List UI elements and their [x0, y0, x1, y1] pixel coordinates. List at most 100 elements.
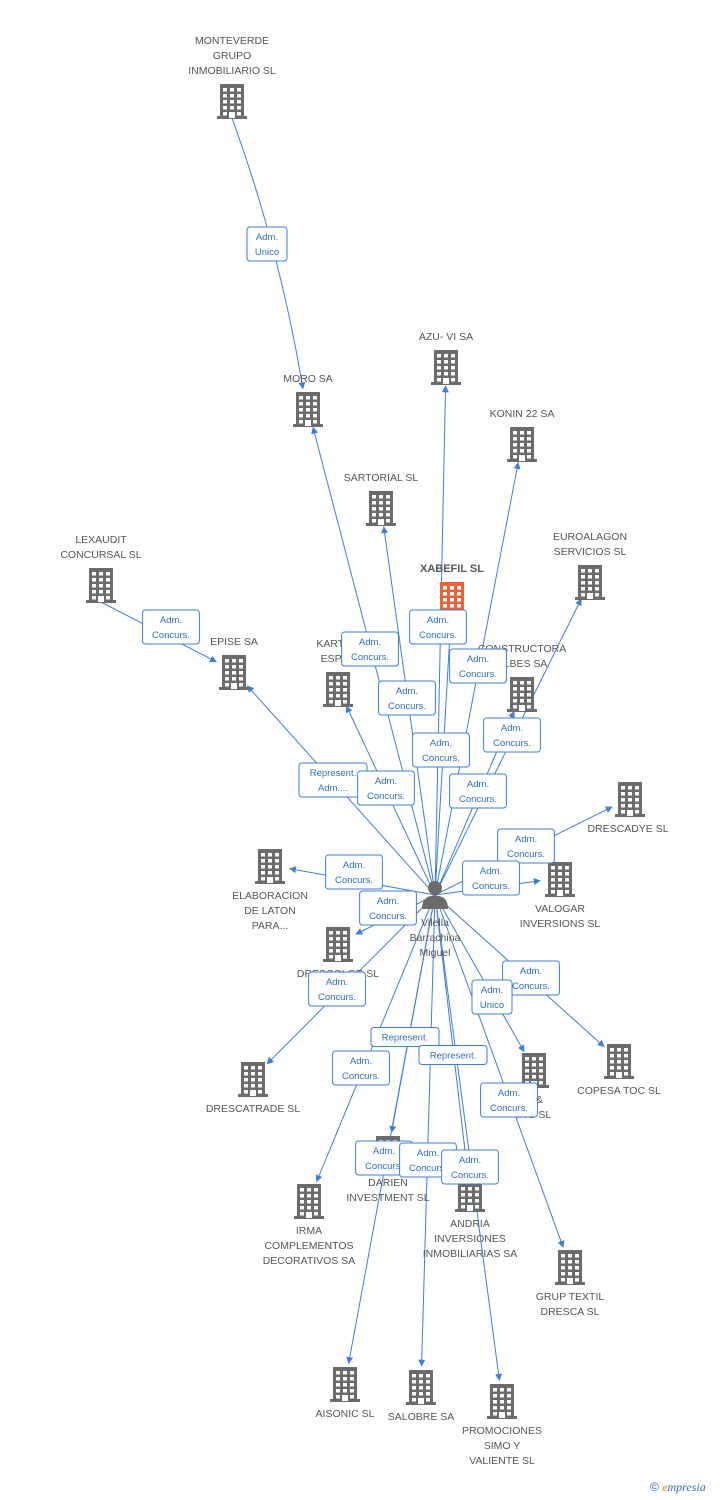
edge-label-text: Adm. [501, 723, 523, 734]
node-aisonic[interactable]: AISONIC SL [316, 1367, 375, 1420]
node-copesa[interactable]: COPESA TOC SL [577, 1044, 661, 1097]
edge-label-box [246, 226, 288, 262]
node-label-line: MONTEVERDE [195, 35, 269, 47]
edge-person-aisonic [346, 894, 436, 1365]
edge-label-box [471, 979, 513, 1015]
building-icon [219, 655, 249, 690]
edge-label-text: Adm. [417, 1148, 439, 1159]
edge-label-text: Adm. [427, 615, 449, 626]
edge-label-person-constructora[interactable]: Adm.Concurs. [449, 773, 507, 809]
edge-label-person-euroalagon[interactable]: Adm.Concurs. [483, 717, 541, 753]
edge-label-text: Represent. [382, 1033, 428, 1044]
edge-label-person-drescolor[interactable]: Adm. Concurs. [359, 890, 417, 926]
node-euroalagon[interactable]: EUROALAGON SERVICIOS SL [553, 531, 627, 600]
edge-label-person-elaboracion[interactable]: Adm.Concurs. [325, 854, 383, 890]
edge-label-text: Adm. [359, 637, 381, 648]
brand-logo[interactable]: empresia [662, 1480, 706, 1494]
edge-label-text: Adm. [160, 615, 182, 626]
node-sartorial[interactable]: SARTORIAL SL [344, 472, 419, 526]
edge-label-text: Concurs. [388, 701, 426, 712]
node-label-line: LEXAUDIT [75, 534, 127, 546]
edge-label-person-drescatrade[interactable]: Adm.Concurs. [308, 971, 366, 1007]
node-label-line: ELABORACION [232, 890, 308, 902]
edge-label-text: Concurs. [367, 791, 405, 802]
edge-label-text: Concurs. [365, 1161, 403, 1172]
building-icon [255, 849, 285, 884]
edge-label-box [359, 890, 417, 926]
edge-label-text: Adm. [326, 977, 348, 988]
node-epise[interactable]: EPISE SA [210, 636, 258, 690]
edge-labels-layer: Adm.UnicoAdm.Concurs.Adm.Concurs.Adm.Con… [142, 226, 560, 1185]
edge-label-text: Concurs. [369, 911, 407, 922]
node-label-line: EUROALAGON [553, 531, 627, 543]
building-icon [431, 350, 461, 385]
node-label-line: SERVICIOS SL [554, 546, 627, 558]
node-drescadye[interactable]: DRESCADYE SL [587, 782, 669, 835]
edge-label-person-sartorial[interactable]: Adm.Concurs. [378, 680, 436, 716]
edge-label-person-ding[interactable]: Adm.Unico [471, 979, 513, 1015]
edge-label-box [462, 860, 520, 896]
edge-label-person-copesa[interactable]: Adm.Concurs. [502, 960, 560, 996]
edge-label-text: Concurs. [419, 630, 457, 641]
edge-label-person-epise[interactable]: Represent.Adm.... [298, 762, 368, 798]
node-label-line: KONIN 22 SA [490, 408, 555, 420]
node-label-line: EPISE SA [210, 636, 258, 648]
edge-label-person-valogar[interactable]: Adm.Concurs. [462, 860, 520, 896]
node-label-line: AZU- VI SA [419, 331, 473, 343]
edge-label-text: Unico [480, 1000, 504, 1011]
edge-label-person-andria[interactable]: Represent. [418, 1045, 488, 1065]
node-label-line: SIMO Y [484, 1440, 521, 1452]
edge-label-person-kartoc[interactable]: Adm.Concurs. [357, 770, 415, 806]
edge-label-lexaudit-epise[interactable]: Adm.Concurs. [142, 609, 200, 645]
node-xabefil[interactable]: XABEFIL SL [420, 563, 484, 617]
node-label-line: DECORATIVOS SA [263, 1255, 356, 1267]
edge-label-text: Adm. [467, 654, 489, 665]
edge-person-salobre [418, 894, 436, 1367]
node-label-line: AISONIC SL [316, 1408, 375, 1420]
edge-label-person-konin[interactable]: Adm.Concurs. [449, 648, 507, 684]
building-icon [507, 677, 537, 712]
edge-label-person-azu[interactable]: Adm.Concurs. [412, 732, 470, 768]
node-label-line: DRESCADYE SL [587, 823, 668, 835]
edge-label-box [142, 609, 200, 645]
edge-label-text: Adm. [377, 896, 399, 907]
node-moro[interactable]: MORO SA [283, 373, 333, 427]
building-icon [406, 1370, 436, 1405]
edge-label-box [357, 770, 415, 806]
edge-label-person-moro[interactable]: Adm.Concurs. [341, 631, 399, 667]
edge-label-monteverde-moro[interactable]: Adm.Unico [246, 226, 288, 262]
edge-label-person-darien[interactable]: Represent. [370, 1027, 440, 1047]
node-label-line: XABEFIL SL [420, 563, 484, 575]
node-label-line: Miguel [420, 947, 451, 959]
edge-label-person-promociones[interactable]: Adm.Concurs. [441, 1149, 499, 1185]
node-label-line: INVESTMENT SL [346, 1192, 429, 1204]
node-azu[interactable]: AZU- VI SA [419, 331, 473, 385]
edge-label-person-xabefil[interactable]: Adm. Concurs. [409, 609, 467, 645]
edge-label-text: Adm. [350, 1056, 372, 1067]
edge-label-box [308, 971, 366, 1007]
copyright-footer: © empresia [650, 1480, 706, 1495]
edge-label-person-irma[interactable]: Adm.Concurs. [332, 1050, 390, 1086]
edge-label-text: Concurs. [422, 753, 460, 764]
node-salobre[interactable]: SALOBRE SA [388, 1370, 455, 1423]
edge-label-box [480, 1082, 538, 1118]
edge-person-grup [434, 894, 565, 1248]
edge-person-andria [434, 894, 471, 1174]
node-drescatrade[interactable]: DRESCATRADE SL [206, 1062, 300, 1115]
edge-label-person-grup[interactable]: Adm.Concurs. [480, 1082, 538, 1118]
edge-label-text: Adm.... [318, 783, 348, 794]
node-label-line: PARA... [252, 920, 289, 932]
edge-label-person-drescadye[interactable]: Adm.Concurs. [497, 828, 555, 864]
node-konin[interactable]: KONIN 22 SA [490, 408, 555, 462]
edge-label-text: Concurs. [507, 849, 545, 860]
